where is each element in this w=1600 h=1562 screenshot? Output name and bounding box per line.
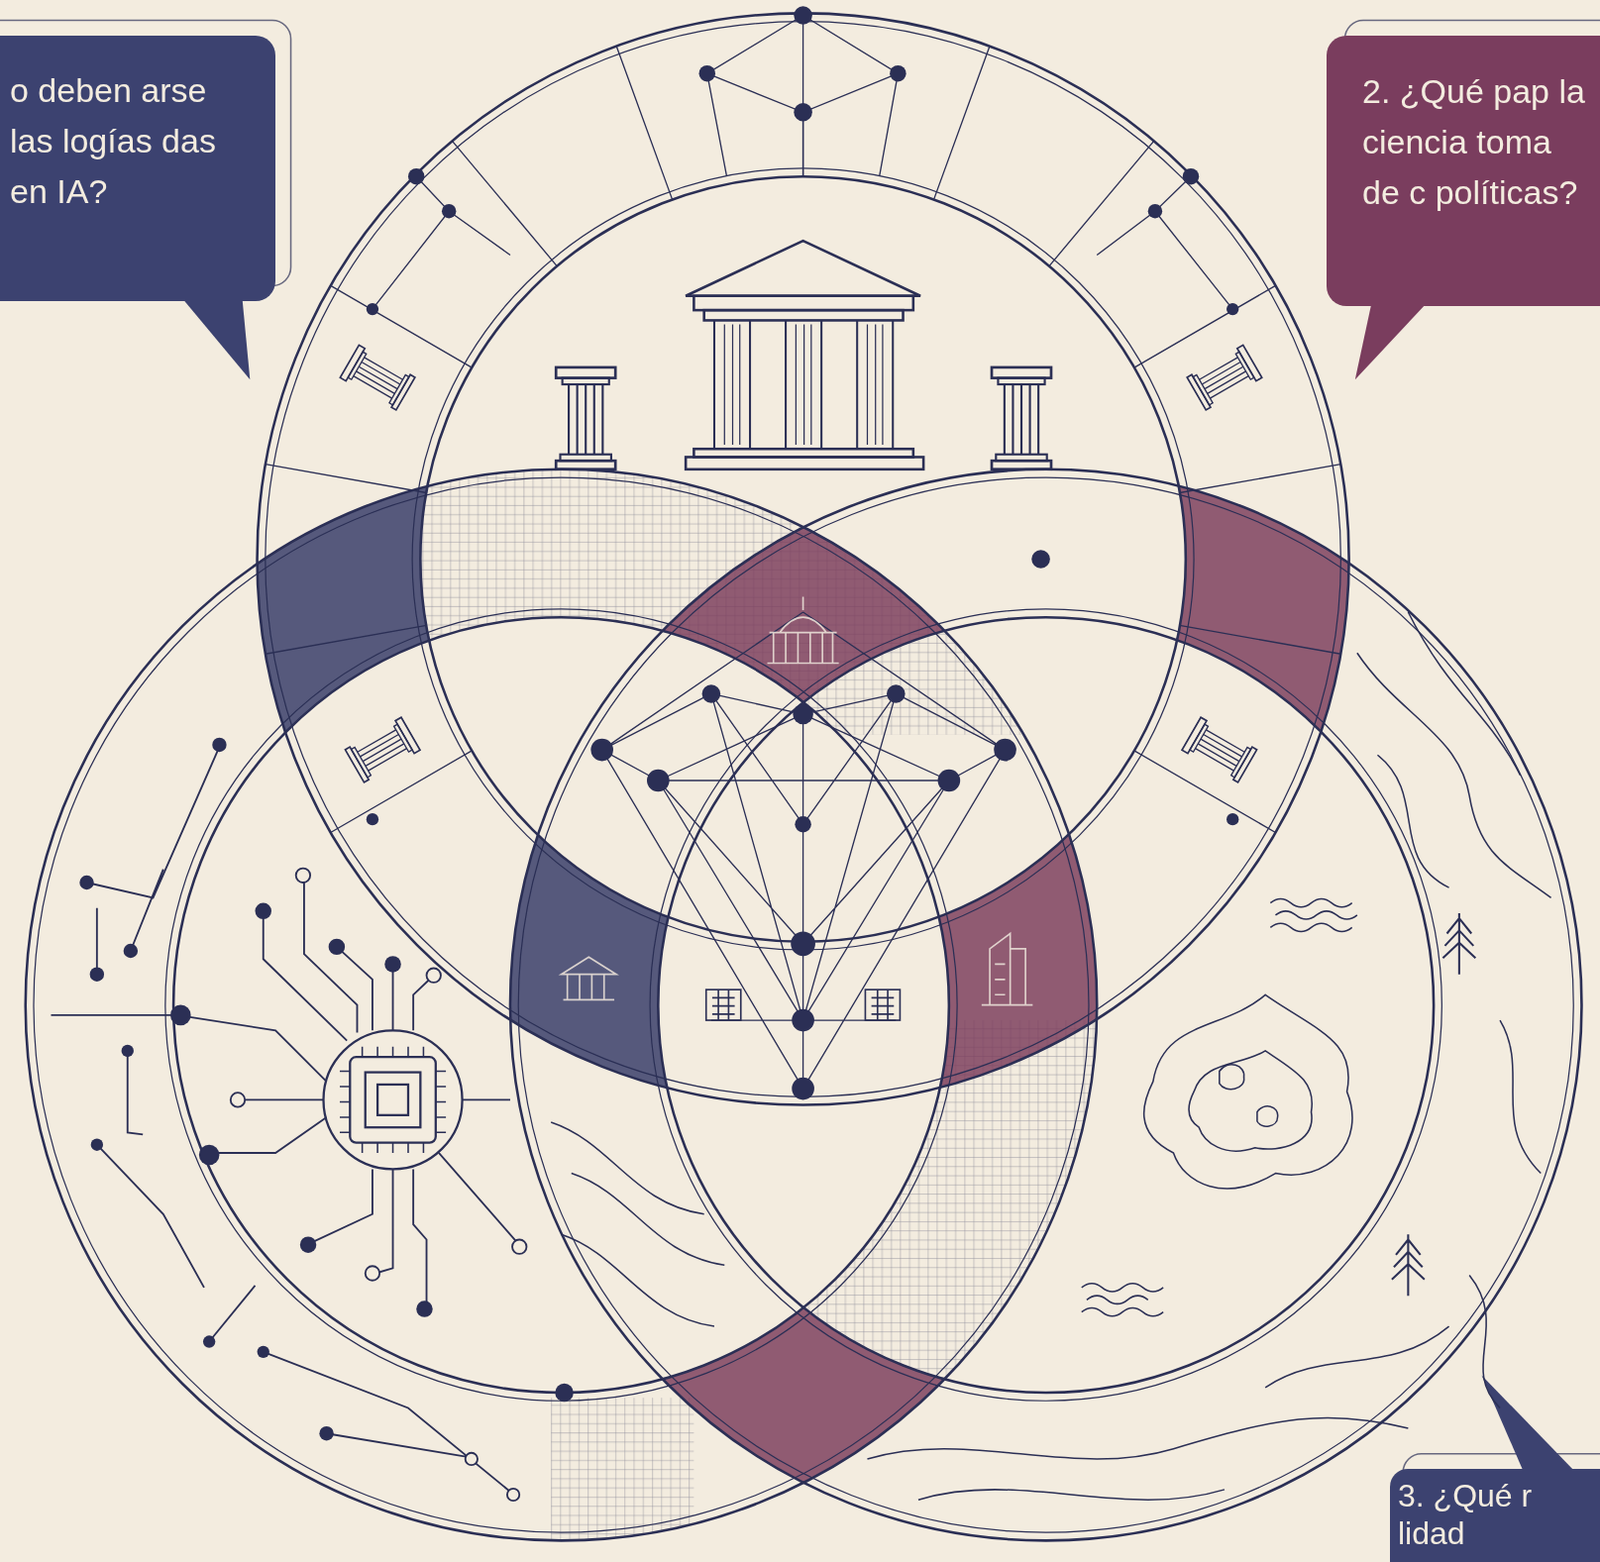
circuit-traces [50,746,518,1493]
callout-tail [178,294,250,381]
callout-question: 2. ¿Qué pap la ciencia toma de c polític… [1362,66,1591,218]
region-icons [560,597,1033,1006]
circuit-open-dots [230,868,528,1502]
band-columns [339,344,1262,783]
tree-icon [1391,1234,1425,1296]
callout-tail [1355,299,1431,380]
temple-icon [685,240,924,470]
topographic-contours [550,612,1551,1500]
top-band-lines [265,12,1342,833]
circuit-dots [79,738,574,1442]
tree-icon [1442,913,1476,975]
building-icons [706,989,901,1021]
network-lines [602,612,1006,1089]
top-band-dots [366,5,1240,826]
speech-callout: o deben arse las logías das en IA? [0,35,276,302]
wave-marks [1081,898,1358,1316]
speech-callout: 2. ¿Qué pap la ciencia toma de c polític… [1326,35,1600,307]
column-icon [991,367,1052,470]
column-icon [555,367,616,470]
circuit-chip [323,1030,463,1170]
callout-tail [1482,1376,1581,1478]
network-nodes [590,684,1016,1100]
callout-question: 3. ¿Qué r lidad [1397,1477,1595,1553]
speech-callout: 3. ¿Qué r lidad [1389,1469,1600,1562]
callout-question: o deben arse las logías das en IA? [9,65,243,217]
